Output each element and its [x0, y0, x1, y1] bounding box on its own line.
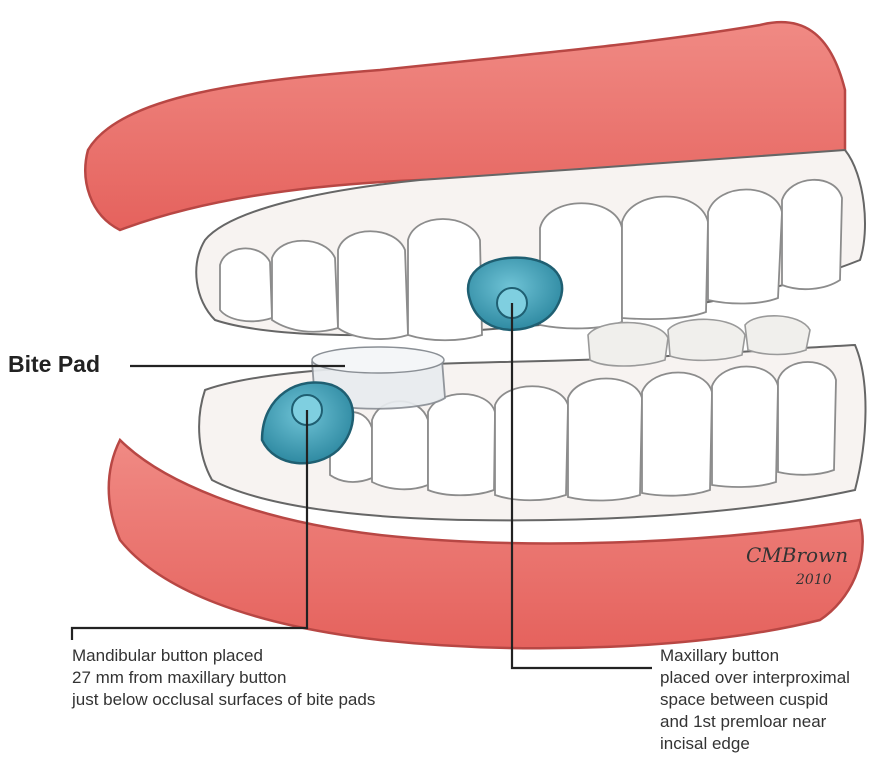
- mandibular-caption-line: 27 mm from maxillary button: [72, 667, 375, 689]
- maxillary-caption-line: and 1st premloar near: [660, 711, 850, 733]
- mandibular-button-caption: Mandibular button placed 27 mm from maxi…: [72, 645, 375, 711]
- maxillary-caption-line: Maxillary button: [660, 645, 850, 667]
- bite-pad-label: Bite Pad: [8, 350, 100, 378]
- maxillary-button-caption: Maxillary button placed over interproxim…: [660, 645, 850, 755]
- artist-signature: CMBrown 2010: [744, 540, 864, 590]
- mandibular-caption-line: Mandibular button placed: [72, 645, 375, 667]
- maxillary-caption-line: space between cuspid: [660, 689, 850, 711]
- mandibular-caption-line: just below occlusal surfaces of bite pad…: [72, 689, 375, 711]
- signature-name: CMBrown: [746, 543, 848, 567]
- signature-year: 2010: [795, 572, 832, 588]
- maxillary-caption-line: placed over interproximal: [660, 667, 850, 689]
- maxillary-caption-line: incisal edge: [660, 733, 850, 755]
